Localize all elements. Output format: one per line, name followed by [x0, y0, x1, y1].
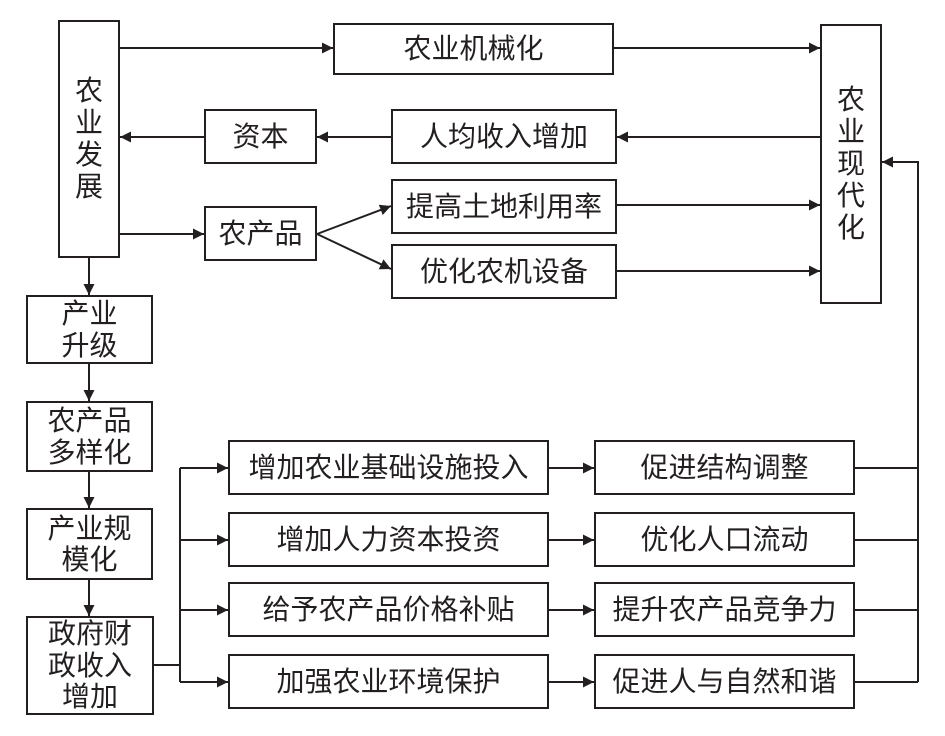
- node-infra-invest: 增加农业基础设施投入: [228, 440, 549, 495]
- node-optimize-machinery: 优化农机设备: [391, 244, 617, 299]
- node-income-up: 人均收入增加: [391, 109, 617, 164]
- node-gov-revenue: 政府财政收入增加: [26, 616, 154, 715]
- arrow-return-to-modern: [882, 156, 919, 682]
- node-agri-mech: 农业机械化: [333, 23, 614, 75]
- node-harmony: 促进人与自然和谐: [594, 654, 855, 709]
- arrow-products-to-land: [316, 204, 392, 235]
- node-land-use: 提高土地利用率: [391, 179, 617, 234]
- node-agri-dev: 农业发展: [58, 20, 120, 258]
- node-population-flow: 优化人口流动: [594, 512, 855, 567]
- node-env-protect: 加强农业环境保护: [228, 654, 549, 709]
- node-structure-adjust: 促进结构调整: [594, 440, 855, 495]
- arrow-products-to-machinery: [316, 233, 392, 270]
- node-human-capital: 增加人力资本投资: [228, 512, 549, 567]
- node-industry-upgrade: 产业升级: [26, 295, 153, 364]
- node-competitiveness: 提升农产品竞争力: [594, 582, 855, 637]
- node-industry-scale: 产业规模化: [26, 508, 153, 580]
- node-agri-modern: 农业现代化: [820, 24, 882, 304]
- node-price-subsidy: 给予农产品价格补贴: [228, 582, 549, 637]
- node-product-diversify: 农产品多样化: [26, 401, 153, 472]
- node-capital: 资本: [204, 109, 317, 164]
- node-agri-products: 农产品: [204, 206, 317, 261]
